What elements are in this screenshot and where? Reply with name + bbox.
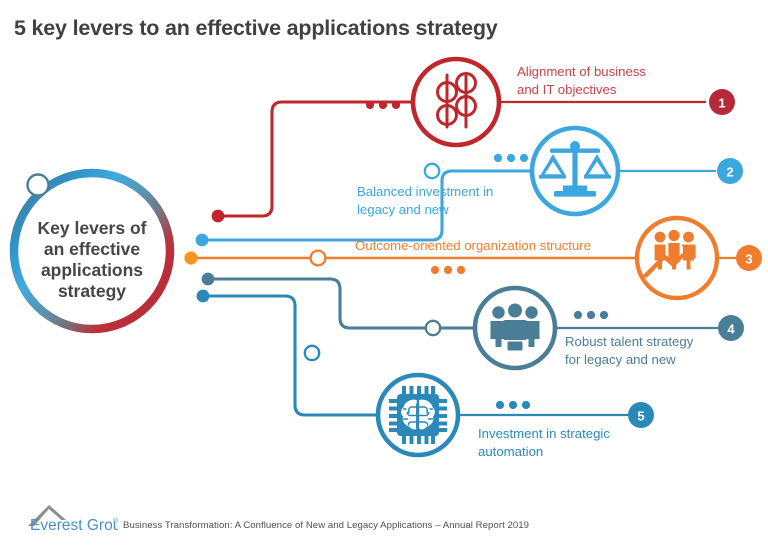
- connector-node-lever-5: [303, 344, 321, 362]
- connector-lever-4: [201, 272, 720, 337]
- people-figures: [654, 229, 694, 270]
- chip-pins: [389, 386, 447, 444]
- connector-origin-dot-1: [211, 209, 225, 223]
- lever-badge-5[interactable]: 5: [628, 402, 654, 428]
- lever-badge-4[interactable]: 4: [718, 315, 744, 341]
- lever-2-label: Balanced investment in legacy and new: [357, 183, 493, 218]
- lever-5-icon-circle[interactable]: [375, 372, 461, 458]
- hub-label-line-3: applications: [40, 260, 144, 280]
- lever-1-label-line-1: Alignment of business: [517, 64, 647, 79]
- progress-dots-lever-1: [365, 100, 401, 110]
- connector-lever-3: [184, 249, 736, 275]
- footer: Everest Group ® Business Transformation:…: [26, 500, 529, 532]
- lever-5-label-line-2: automation: [478, 443, 544, 459]
- lever-badge-1-number: 1: [718, 96, 725, 111]
- team-group-icon: [490, 303, 540, 351]
- lever-badge-3[interactable]: 3: [736, 245, 762, 271]
- connector-node-lever-3: [309, 249, 327, 267]
- lever-2-label-line-2: legacy and new: [357, 201, 449, 217]
- growth-arrow: [643, 244, 696, 278]
- hub-marker-dot: [26, 173, 50, 197]
- lever-2-icon-circle[interactable]: [529, 125, 621, 217]
- connector-lever-2: [195, 153, 716, 247]
- lever-4-icon-circle[interactable]: [472, 285, 558, 371]
- lever-3-label-line-1: Outcome-oriented organization structure: [355, 238, 592, 253]
- page-title: 5 key levers to an effective application…: [14, 16, 498, 40]
- lever-1-label-line-2: and IT objectives: [517, 81, 617, 97]
- progress-dots-lever-3: [430, 265, 466, 275]
- hub-label-line-1: Key levers of: [37, 218, 147, 238]
- alignment-nodes-icon: [436, 72, 477, 129]
- lever-1-label: Alignment of business and IT objectives: [517, 63, 646, 98]
- hub-label-line-4: strategy: [57, 281, 127, 301]
- hub-ring: [9, 168, 175, 334]
- lever-badge-3-number: 3: [745, 252, 752, 267]
- hub-label: Key levers of an effective applications …: [18, 218, 166, 302]
- lever-3-label: Outcome-oriented organization structure: [355, 237, 591, 255]
- connector-lever-1: [211, 100, 706, 223]
- lever-badge-1[interactable]: 1: [709, 89, 735, 115]
- connector-origin-dot-4: [201, 272, 215, 286]
- lever-badge-2[interactable]: 2: [717, 158, 743, 184]
- lever-4-label: Robust talent strategy for legacy and ne…: [565, 333, 693, 368]
- everest-group-logo: Everest Group ®: [28, 505, 118, 532]
- lever-4-label-line-2: for legacy and new: [565, 351, 676, 367]
- lever-4-label-line-1: Robust talent strategy: [565, 334, 694, 349]
- connector-origin-dot-3: [184, 251, 198, 265]
- registered-trademark-icon: ®: [113, 517, 118, 525]
- people-growth-arrow-icon: [643, 229, 696, 278]
- lever-2-label-line-1: Balanced investment in: [357, 184, 494, 199]
- progress-dots-lever-5: [495, 400, 531, 410]
- lever-badge-5-number: 5: [637, 409, 644, 424]
- connector-node-lever-2: [423, 162, 441, 180]
- lever-1-icon-circle[interactable]: [410, 56, 502, 148]
- connector-lever-5: [196, 289, 634, 417]
- lever-5-label: Investment in strategic automation: [478, 425, 610, 460]
- balance-scales-pan-cutouts: [544, 161, 606, 175]
- lever-5-label-line-1: Investment in strategic: [478, 426, 610, 441]
- connector-node-lever-4: [424, 319, 442, 337]
- everest-group-logo-text: Everest Group: [30, 517, 118, 532]
- progress-dots-lever-2: [493, 153, 529, 163]
- ai-chip-brain-icon: [389, 386, 447, 444]
- footer-caption: Business Transformation: A Confluence of…: [123, 520, 530, 531]
- progress-dots-lever-4: [573, 310, 609, 320]
- lever-badge-2-number: 2: [726, 165, 733, 180]
- hub-label-line-2: an effective: [43, 239, 141, 259]
- connector-origin-dot-2: [195, 233, 209, 247]
- lever-badge-4-number: 4: [727, 322, 735, 337]
- lever-3-icon-circle[interactable]: [634, 215, 720, 301]
- brain-shape: [401, 399, 435, 430]
- connector-origin-dot-5: [196, 289, 210, 303]
